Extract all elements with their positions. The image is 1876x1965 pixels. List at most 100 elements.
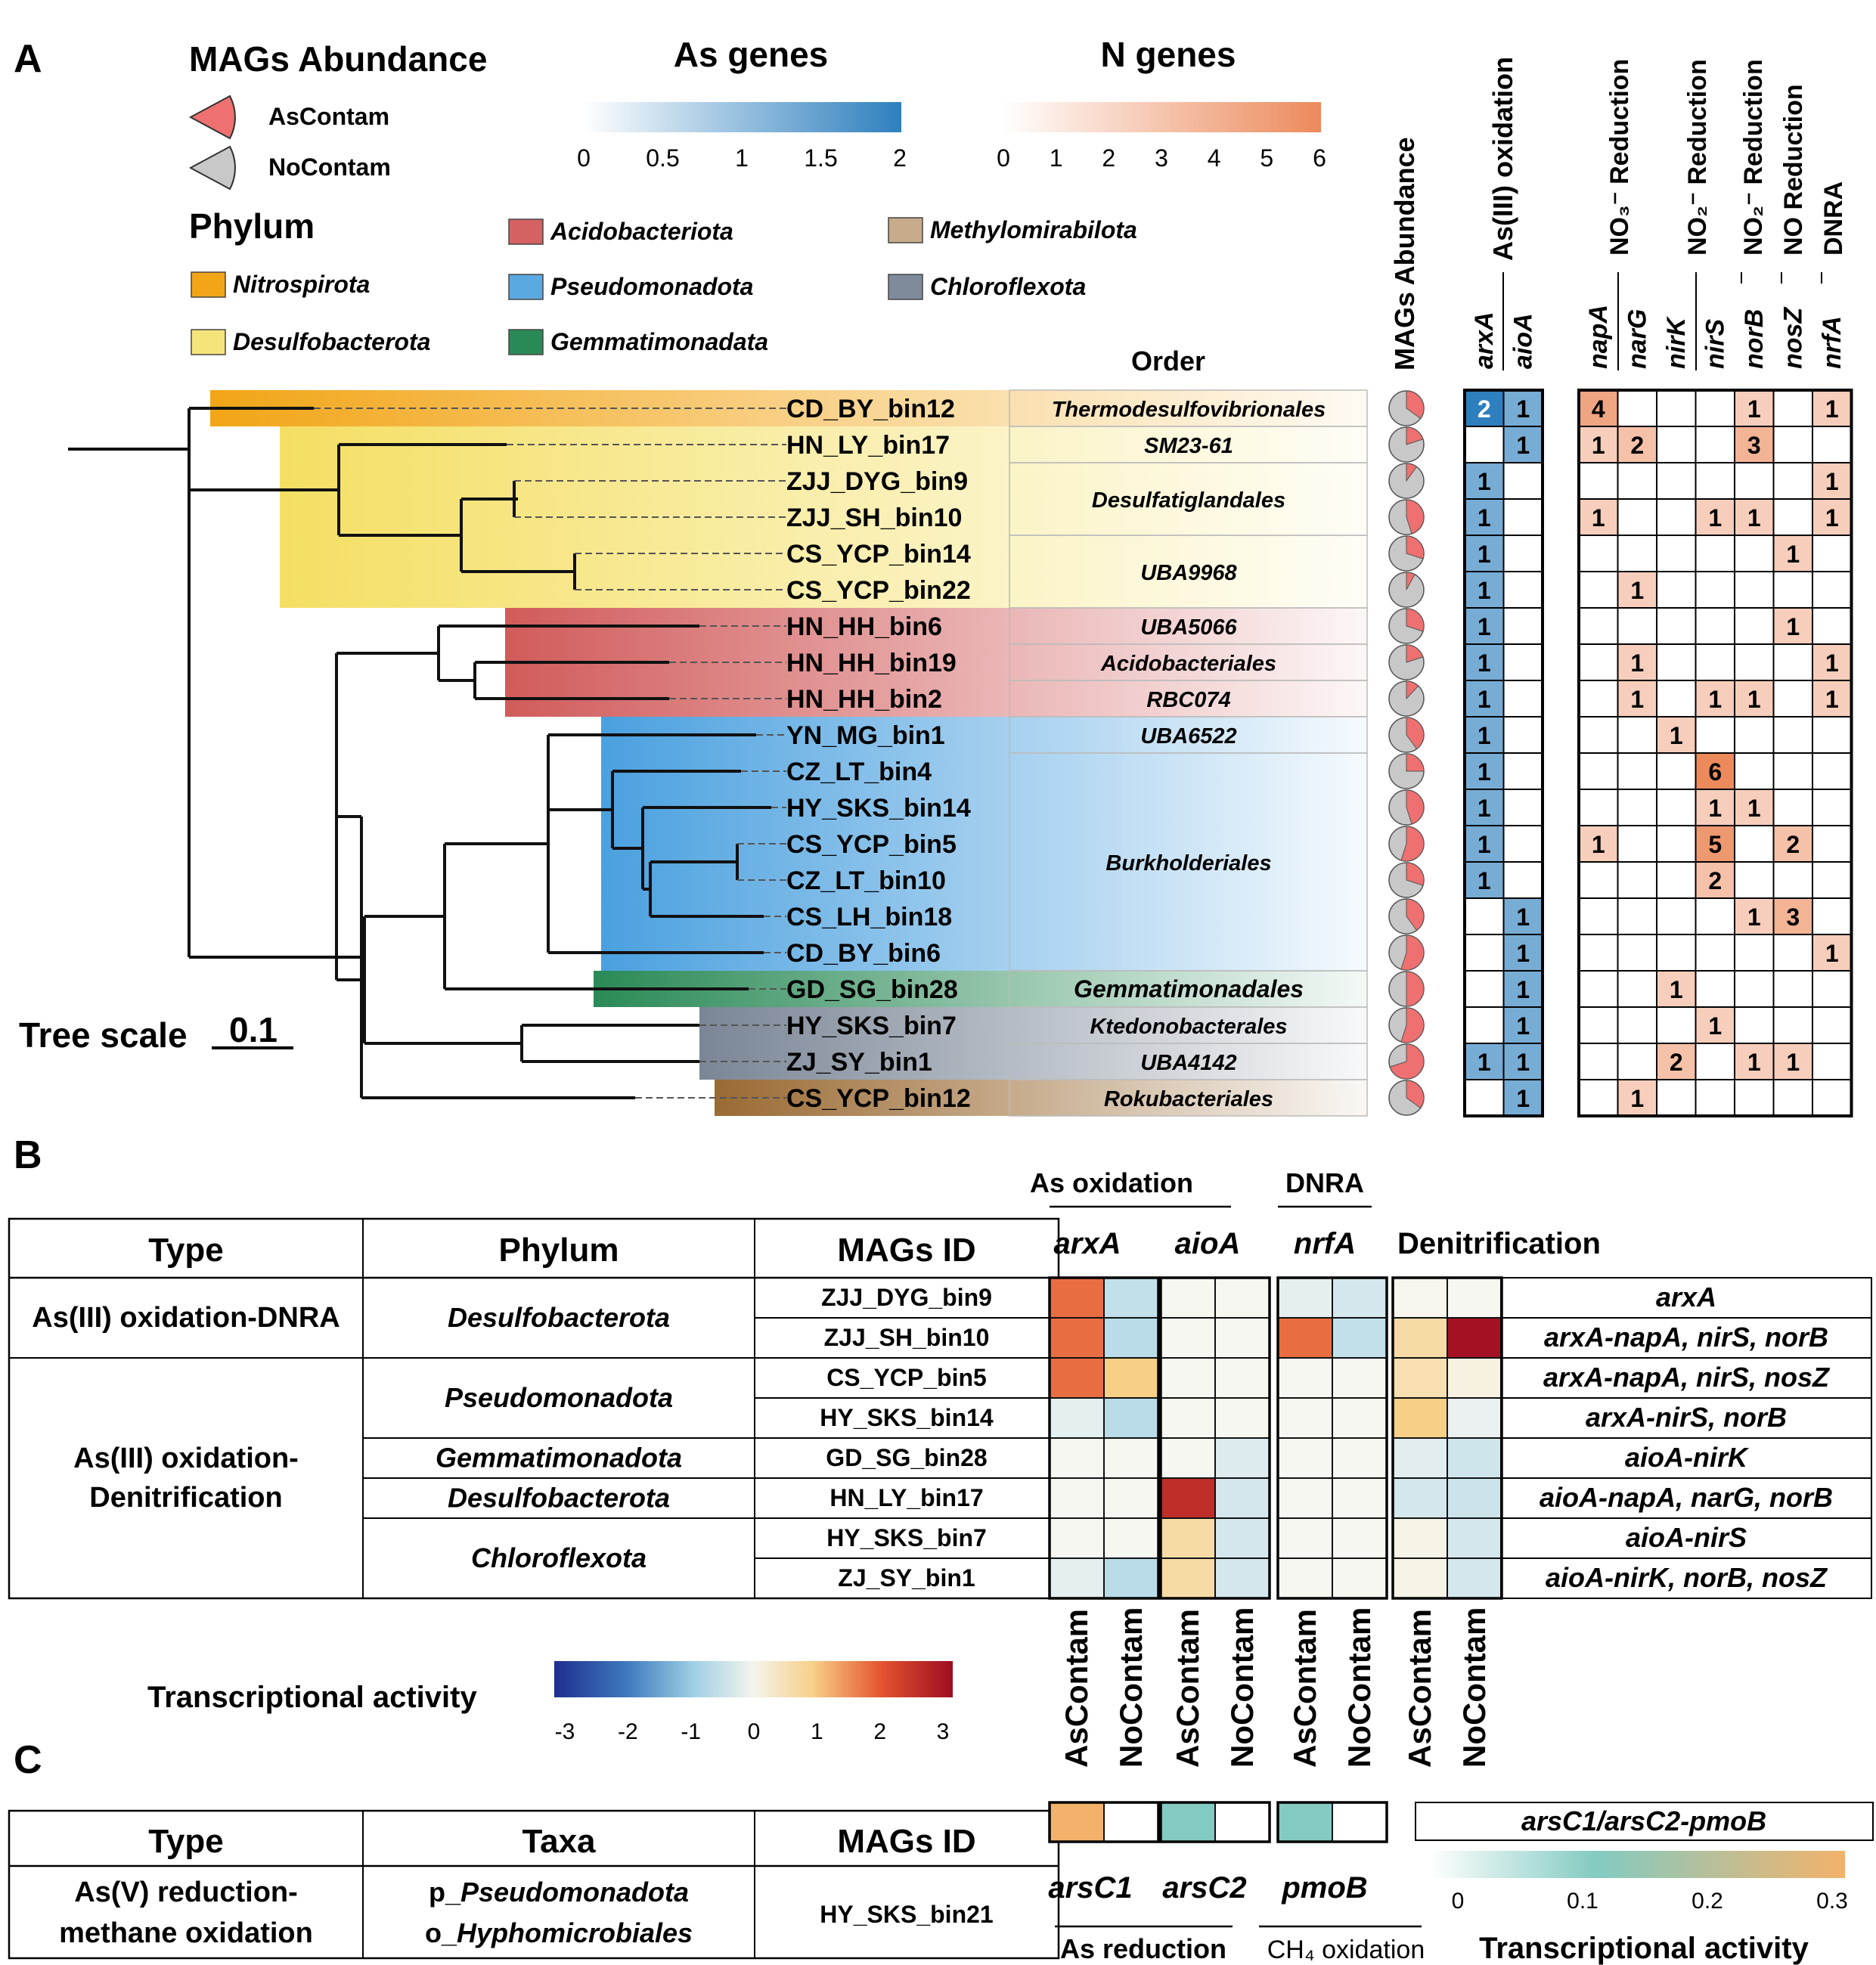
heat-cell-nrfA	[1332, 1317, 1388, 1359]
n-cell	[1578, 934, 1619, 972]
mag-id-cell: HY_SKS_bin14	[820, 1404, 994, 1431]
heat-cell-arxA	[1103, 1277, 1159, 1319]
as-value: 1	[1478, 468, 1491, 495]
pair-label: arxA-napA, nirS, norB	[1544, 1322, 1828, 1353]
pie-ascontam	[1406, 535, 1425, 559]
phylum-label: Acidobacteriota	[550, 218, 733, 245]
heat-cell-denit	[1392, 1317, 1448, 1359]
n-value: 1	[1747, 903, 1761, 931]
heat-cell-nrfA	[1277, 1517, 1333, 1559]
heat-cell-arxA	[1049, 1557, 1105, 1599]
n-cell	[1695, 607, 1735, 645]
gene-label: arsC1	[1048, 1871, 1132, 1905]
n-cell	[1734, 861, 1775, 899]
heat-cell-arxA	[1103, 1517, 1159, 1559]
heat-column-label: NoContam	[1113, 1607, 1149, 1768]
heat-column-label: NoContam	[1224, 1607, 1260, 1768]
pie-ascontam	[1406, 717, 1425, 750]
n-cell	[1734, 1043, 1775, 1080]
tick-label: 0	[997, 144, 1010, 172]
n-cell	[1812, 1043, 1853, 1080]
n-cell	[1617, 716, 1657, 754]
n-cell	[1734, 571, 1775, 609]
n-cell	[1578, 535, 1619, 572]
heat-cell-denit	[1447, 1277, 1502, 1319]
n-cell	[1734, 1006, 1775, 1044]
n-cell	[1812, 789, 1853, 826]
n-value: 2	[1786, 831, 1800, 858]
phylum-swatch	[508, 274, 544, 300]
heat-frame-aioA	[1159, 1276, 1271, 1600]
heat-cell-aioA	[1160, 1357, 1216, 1399]
n-cell	[1617, 535, 1657, 572]
n-cell	[1734, 643, 1775, 681]
n-cell	[1695, 643, 1735, 681]
n-value: 6	[1708, 758, 1722, 786]
phylum-label: Desulfobacterota	[233, 328, 430, 355]
order-label: Acidobacteriales	[1100, 652, 1276, 676]
heat-cell-denit	[1392, 1397, 1448, 1439]
phylogenetic-tree	[68, 407, 786, 1099]
as-cell	[1464, 897, 1505, 935]
taxa-name: Hyphomicrobiales	[457, 1917, 693, 1948]
mag-id-cell: CS_YCP_bin5	[826, 1364, 987, 1391]
n-cell	[1812, 1079, 1853, 1117]
n-cell	[1617, 752, 1657, 790]
heat-cell-denit	[1447, 1517, 1502, 1559]
n-cell	[1578, 607, 1619, 645]
heat-cell-nrfA	[1277, 1437, 1333, 1479]
mag-id-cell: HY_SKS_bin21	[820, 1901, 993, 1928]
gene-header: nirK	[1662, 316, 1691, 369]
phylum-swatch	[888, 217, 923, 243]
n-cell	[1578, 462, 1619, 500]
n-cell	[1695, 426, 1735, 463]
gene-header: narG	[1623, 309, 1652, 369]
mag-tip-label: ZJJ_SH_bin10	[786, 504, 962, 532]
n-cell	[1656, 643, 1697, 681]
pie-ascontam	[1406, 572, 1416, 590]
n-value: 1	[1825, 686, 1839, 713]
phylum-legend-title: Phylum	[189, 206, 315, 246]
n-value: 1	[1786, 1049, 1800, 1076]
order-label: Desulfatiglandales	[1092, 488, 1285, 513]
tick-label: 0.5	[646, 144, 679, 172]
taxa-label: o_Hyphomicrobiales	[425, 1917, 693, 1948]
n-group-header: NO₂⁻ Reduction	[1683, 59, 1712, 256]
pie-ascontam	[1406, 862, 1425, 886]
mag-tip-label: CZ_LT_bin10	[786, 866, 946, 895]
pair-label: aioA-nirK, norB, nosZ	[1546, 1562, 1828, 1593]
n-value: 1	[1592, 504, 1605, 532]
table-header: Taxa	[522, 1823, 596, 1860]
panel-label-a: A	[14, 37, 42, 81]
heat-cell-aioA	[1160, 1437, 1216, 1479]
group-label: DNRA	[1285, 1167, 1364, 1198]
n-cell	[1578, 752, 1619, 790]
table-header: MAGs ID	[837, 1232, 975, 1269]
heat-cell-aioA	[1160, 1557, 1216, 1599]
n-value: 1	[1747, 395, 1761, 423]
heat-cell-pmoB	[1277, 1802, 1333, 1843]
n-value: 3	[1786, 903, 1800, 931]
n-cell	[1617, 571, 1657, 609]
gene-header: nosZ	[1779, 307, 1808, 369]
n-group-header: NO₃⁻ Reduction	[1605, 59, 1634, 256]
n-cell	[1656, 825, 1697, 863]
heat-cell-aioA	[1214, 1437, 1270, 1479]
mag-tip-label: CZ_LT_bin4	[786, 758, 932, 786]
heat-cell-arxA	[1049, 1437, 1105, 1479]
as-value: 1	[1478, 867, 1491, 894]
heat-cell-denit	[1392, 1277, 1448, 1319]
mag-tip-label: ZJ_SY_bin1	[786, 1048, 932, 1077]
n-cell	[1734, 607, 1775, 645]
heat-cell-aioA	[1214, 1397, 1270, 1439]
n-cell	[1812, 680, 1853, 718]
n-cell	[1617, 498, 1657, 536]
heat-cell-nrfA	[1332, 1357, 1388, 1399]
heat-frame-arxA	[1048, 1276, 1160, 1600]
heat-cell-aioA	[1214, 1317, 1270, 1359]
n-value: 1	[1825, 468, 1839, 495]
heat-frame-nrfA	[1276, 1276, 1388, 1600]
n-cell	[1695, 861, 1735, 899]
taxa-name: Pseudomonadota	[460, 1877, 689, 1908]
